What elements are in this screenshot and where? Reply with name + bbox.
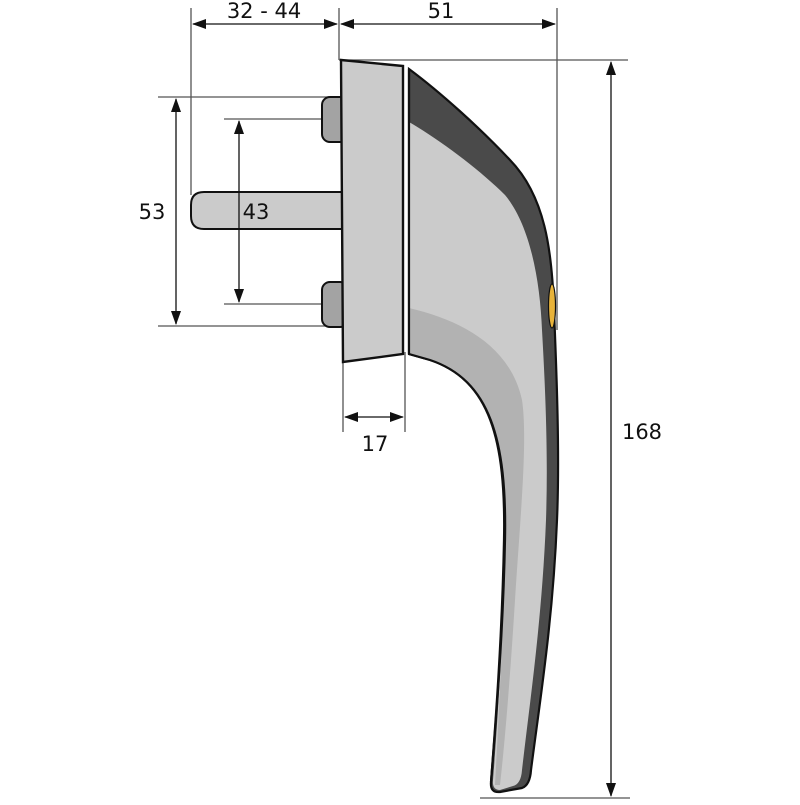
extension-lines bbox=[158, 8, 630, 799]
dim-handle-height: 168 bbox=[622, 420, 662, 444]
dim-screw-spacing-outer: 53 bbox=[139, 200, 166, 224]
release-button bbox=[547, 283, 557, 329]
dim-base-depth: 17 bbox=[362, 432, 389, 456]
base-plate bbox=[339, 58, 405, 364]
dim-spindle-length: 32 - 44 bbox=[227, 0, 301, 23]
spindle bbox=[190, 191, 344, 230]
dim-handle-projection: 51 bbox=[428, 0, 455, 23]
dim-screw-spacing-inner: 43 bbox=[243, 200, 270, 224]
handle-lever bbox=[407, 66, 560, 794]
dimension-lines bbox=[171, 19, 616, 797]
